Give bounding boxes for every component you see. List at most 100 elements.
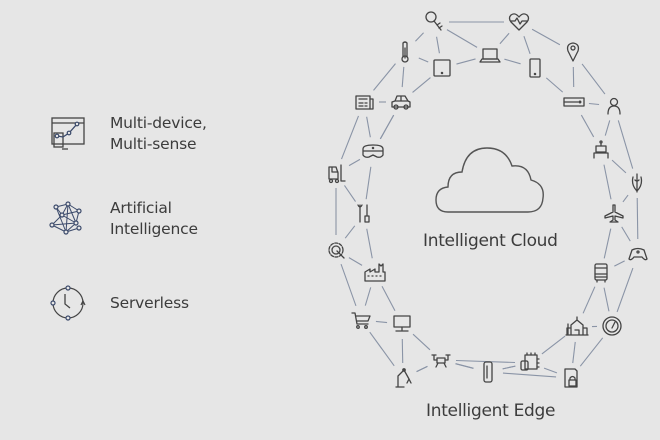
connection-line xyxy=(348,257,363,266)
connection-line xyxy=(456,58,476,65)
newspaper-icon xyxy=(355,95,374,110)
gear-wrench-icon xyxy=(328,242,345,259)
legend-item-multi-device: Multi-device, Multi-sense xyxy=(48,113,207,155)
heart-rate-icon xyxy=(508,13,530,31)
neural-network-icon xyxy=(49,201,82,235)
connection-line xyxy=(531,28,561,46)
connection-line xyxy=(603,287,610,312)
connection-line xyxy=(344,225,356,239)
connection-line xyxy=(365,166,372,200)
connection-line xyxy=(381,285,396,312)
connection-line xyxy=(344,185,356,202)
connection-line xyxy=(603,164,612,200)
tools-icon xyxy=(357,204,370,223)
connection-line xyxy=(588,102,600,106)
connection-line xyxy=(418,57,429,63)
connection-line xyxy=(541,335,566,355)
server-icon xyxy=(563,97,585,107)
airplane-icon xyxy=(604,204,624,223)
legend-line: Artificial xyxy=(110,199,172,217)
connection-line xyxy=(545,77,564,93)
connection-line xyxy=(543,367,558,374)
serverless-clock-icon xyxy=(50,285,86,321)
connection-line xyxy=(572,341,576,364)
legend-label: Serverless xyxy=(110,293,189,314)
connection-line xyxy=(582,286,596,314)
device-icons xyxy=(328,11,648,388)
legend-label: Multi-device, Multi-sense xyxy=(110,113,207,155)
chip-icon xyxy=(520,352,540,371)
legend-item-serverless: Serverless xyxy=(48,283,189,323)
connection-line xyxy=(415,32,424,42)
connection-line xyxy=(366,228,373,259)
hololens-icon xyxy=(362,144,384,158)
connection-line xyxy=(617,120,634,169)
connection-line xyxy=(523,35,531,55)
connection-line xyxy=(502,365,516,370)
connection-line xyxy=(604,120,611,136)
legend-line: Serverless xyxy=(110,293,189,312)
connection-line xyxy=(340,263,357,307)
drone-icon xyxy=(431,354,451,368)
connection-line xyxy=(366,116,371,138)
connection-line xyxy=(614,260,625,267)
location-pin-icon xyxy=(566,42,580,62)
intelligent-cloud-label: Intelligent Cloud xyxy=(423,231,558,251)
connection-line xyxy=(446,29,478,48)
legend-line: Multi-sense xyxy=(110,135,197,153)
bus-icon xyxy=(594,263,608,283)
car-icon xyxy=(391,95,411,110)
factory-icon xyxy=(364,263,386,282)
connection-line xyxy=(580,114,595,138)
connection-line xyxy=(401,66,405,88)
connection-line xyxy=(504,58,521,65)
connection-line xyxy=(622,194,629,203)
legend-label: Artificial Intelligence xyxy=(110,198,198,240)
connection-line xyxy=(412,333,431,351)
forklift-icon xyxy=(328,164,346,184)
robot-icon xyxy=(593,140,609,159)
connection-line xyxy=(636,197,639,240)
connection-line xyxy=(340,115,360,160)
legend-item-ai: Artificial Intelligence xyxy=(48,198,198,240)
connection-lines xyxy=(335,21,639,378)
connection-line xyxy=(581,63,606,95)
wheat-icon xyxy=(631,173,643,193)
legend-line: Multi-device, xyxy=(110,114,207,132)
speedometer-icon xyxy=(602,316,622,336)
shopping-cart-icon xyxy=(351,312,371,329)
school-building-icon xyxy=(565,316,589,336)
xbox-controller-icon xyxy=(628,247,648,261)
monitor-icon xyxy=(393,315,411,332)
connection-line xyxy=(499,32,510,45)
connection-line xyxy=(621,226,631,242)
laptop-icon xyxy=(479,48,501,63)
connection-line xyxy=(455,363,474,369)
connection-line xyxy=(364,287,372,306)
phone-icon xyxy=(529,58,541,78)
connection-line xyxy=(348,158,361,167)
legend: Multi-device, Multi-sense Artifici xyxy=(48,113,207,323)
intelligent-edge-label: Intelligent Edge xyxy=(426,401,556,421)
lock-card-icon xyxy=(564,368,578,388)
connection-line xyxy=(379,114,395,140)
robot-arm-icon xyxy=(395,368,412,388)
thermometer-icon xyxy=(401,41,409,63)
key-icon xyxy=(425,11,443,31)
tablet-icon xyxy=(433,59,451,77)
connection-line xyxy=(579,337,604,367)
connection-line xyxy=(436,36,440,54)
multi-device-icon xyxy=(51,117,85,150)
connection-line xyxy=(369,331,395,367)
person-icon xyxy=(607,97,621,115)
connection-line xyxy=(603,228,612,259)
connection-line xyxy=(416,365,428,373)
connection-line xyxy=(502,372,557,378)
connection-line xyxy=(373,63,396,91)
connection-line xyxy=(616,267,634,313)
cloud-icon xyxy=(435,147,544,213)
usb-stick-icon xyxy=(483,361,493,383)
legend-line: Intelligence xyxy=(110,220,198,238)
connection-line xyxy=(375,320,388,324)
